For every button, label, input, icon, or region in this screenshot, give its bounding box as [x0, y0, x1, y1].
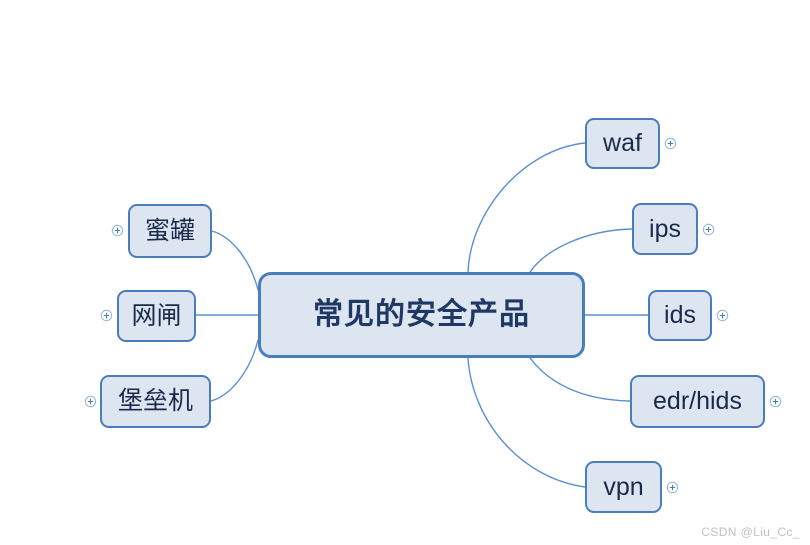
connector-to-edrhids [529, 357, 631, 402]
plus-circle-icon[interactable] [664, 137, 677, 150]
node-edr-hids[interactable]: edr/hids [630, 375, 765, 428]
plus-circle-icon[interactable] [100, 309, 113, 322]
connector-to-vpn [467, 357, 586, 488]
plus-circle-icon[interactable] [702, 223, 715, 236]
watermark-text: CSDN @Liu_Cc_ [701, 525, 800, 539]
plus-circle-icon[interactable] [716, 309, 729, 322]
node-waf[interactable]: waf [585, 118, 660, 169]
central-node[interactable]: 常见的安全产品 [258, 272, 585, 358]
node-vpn[interactable]: vpn [585, 461, 662, 513]
node-bastion-host-label: 堡垒机 [117, 387, 193, 415]
node-honeypot-label: 蜜罐 [144, 216, 195, 245]
node-edr-hids-label: edr/hids [653, 387, 742, 415]
node-network-gateway-label: 网闸 [131, 301, 182, 330]
plus-circle-icon[interactable] [769, 395, 782, 408]
connector-to-ips [529, 228, 633, 273]
connector-to-waf [467, 142, 586, 273]
node-bastion-host[interactable]: 堡垒机 [100, 375, 211, 428]
node-network-gateway[interactable]: 网闸 [117, 290, 196, 342]
node-ids-label: ids [664, 301, 696, 329]
node-ips[interactable]: ips [632, 203, 698, 255]
connector-to-honeypot [211, 230, 259, 291]
node-waf-label: waf [603, 129, 642, 157]
connector-to-bastion [210, 339, 259, 402]
plus-circle-icon[interactable] [666, 481, 679, 494]
plus-circle-icon[interactable] [84, 395, 97, 408]
node-vpn-label: vpn [603, 472, 644, 501]
node-honeypot[interactable]: 蜜罐 [128, 204, 212, 258]
plus-circle-icon[interactable] [111, 224, 124, 237]
node-ips-label: ips [649, 214, 681, 243]
central-node-label: 常见的安全产品 [313, 298, 530, 331]
node-ids[interactable]: ids [648, 290, 712, 341]
